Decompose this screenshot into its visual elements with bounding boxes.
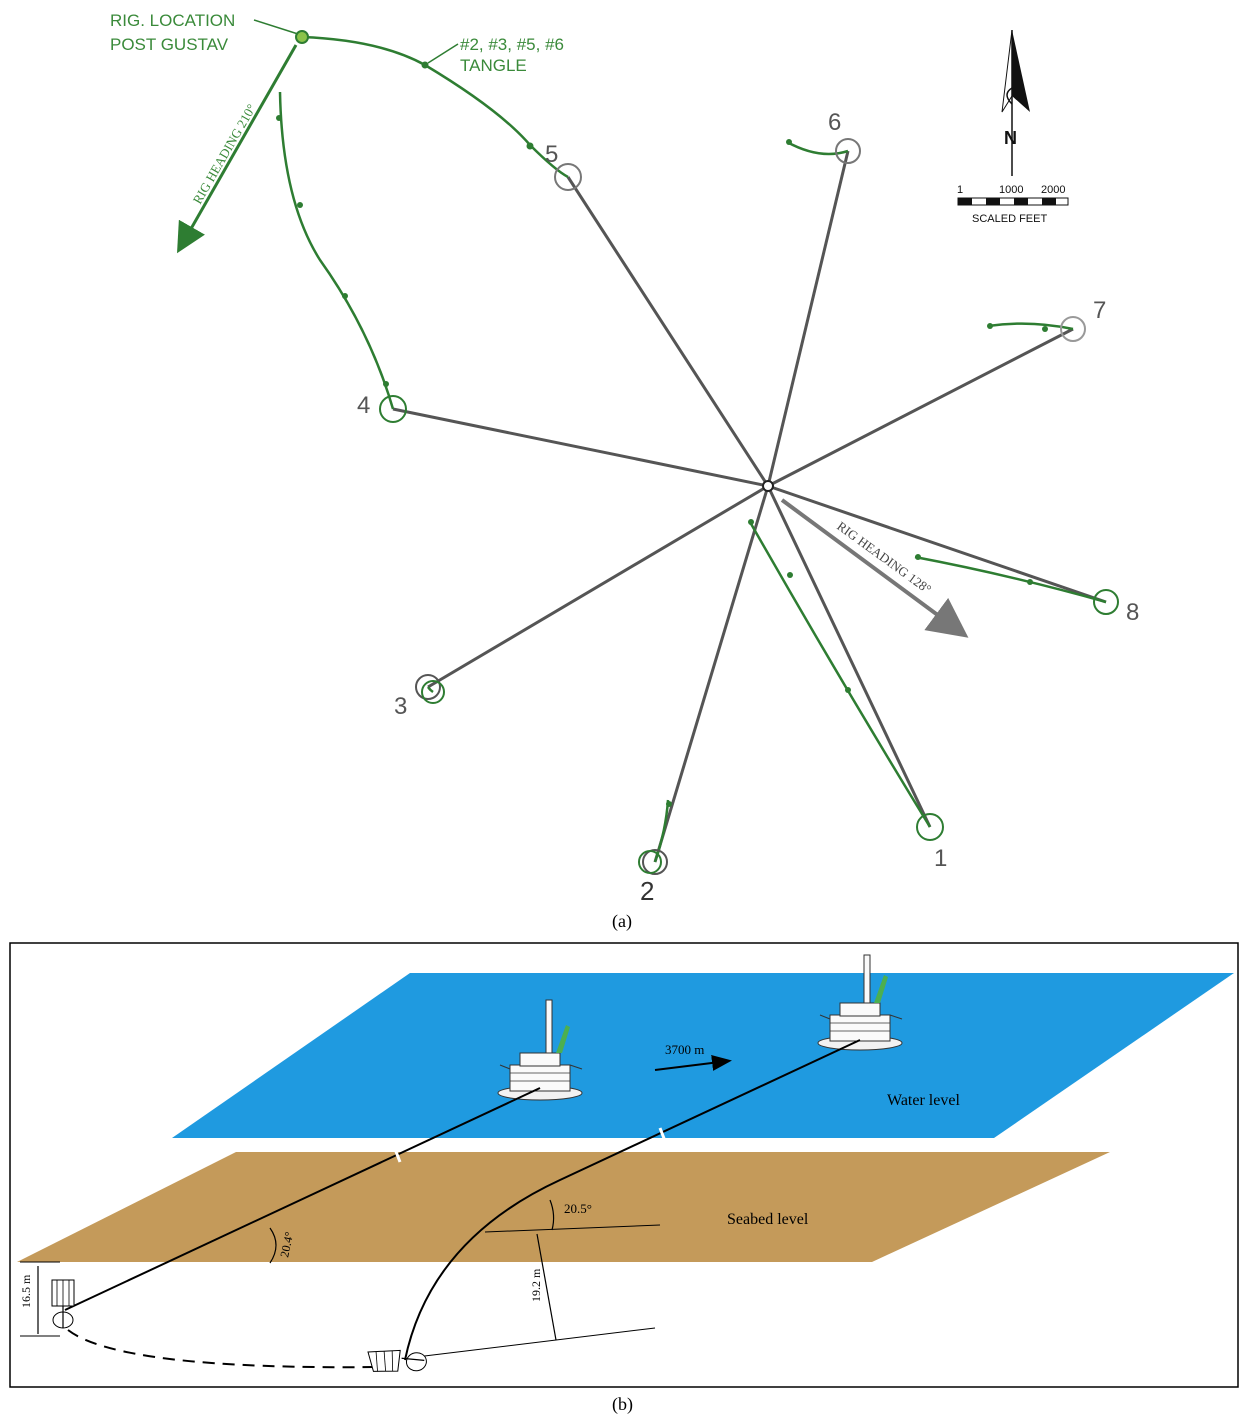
anchor-circle-3 [415, 674, 441, 700]
scale-bar: 1 1000 2000 SCALED FEET [957, 184, 1069, 225]
track-node [526, 142, 534, 150]
track-8 [914, 555, 1107, 604]
rig-heading-210-arrow [177, 44, 298, 254]
anchor-line-5 [566, 176, 770, 487]
north-symbol: N [1004, 128, 1017, 148]
depth-left-label: 16.5 m [19, 1274, 33, 1308]
track-node [276, 115, 282, 121]
rig-location-label-line1: RIG. LOCATION [110, 11, 235, 30]
track-node [383, 381, 389, 387]
track-node [1042, 326, 1048, 332]
anchor-circle-2b [638, 850, 662, 874]
center-point [762, 480, 774, 492]
caption-a: (a) [612, 911, 632, 932]
anchor-circle-6 [835, 138, 861, 164]
track-node [786, 139, 792, 145]
rig-heading-210-label: RIG HEADING 210° [190, 101, 259, 206]
anchor-drag-path [67, 1329, 381, 1369]
drift-distance-label: 3700 m [665, 1042, 704, 1057]
track-node [845, 687, 851, 693]
rig-location-label-line2: POST GUSTAV [110, 35, 229, 54]
water-plane [172, 973, 1234, 1138]
scale-label: SCALED FEET [972, 213, 1047, 225]
anchor-circle-2 [642, 849, 668, 875]
water-level-label: Water level [887, 1092, 960, 1109]
track-3 [426, 686, 434, 694]
anchor-line-7 [767, 327, 1074, 488]
anchor-label-6: 6 [828, 109, 841, 136]
track-node [787, 572, 793, 578]
anchor-circle-3b [421, 680, 445, 704]
track-nodes [276, 61, 1048, 807]
anchor-circle-4 [379, 395, 407, 423]
anchor-line-2 [653, 485, 770, 863]
rig-location-marker [295, 30, 309, 44]
track-4 [278, 91, 395, 410]
anchor-line-3 [427, 484, 769, 689]
panel-a: 1 2 3 4 5 6 7 8 RIG. LOCATION POST GUSTA… [110, 11, 1139, 932]
scale-tick-1000: 1000 [999, 184, 1023, 196]
track-7 [987, 322, 1074, 331]
tangle-label-line2: TANGLE [460, 56, 527, 75]
track-node [748, 519, 754, 525]
anchor-circle-8 [1093, 589, 1119, 615]
anchor-label-1: 1 [934, 845, 947, 872]
anchor-icon-left [51, 1279, 75, 1329]
north-arrow: N [1001, 29, 1030, 176]
angle-arc-left [269, 1227, 277, 1264]
seabed-plane [17, 1152, 1110, 1262]
scale-tick-2000: 2000 [1041, 184, 1065, 196]
anchor-line-6 [766, 150, 850, 487]
rig-initial [497, 999, 583, 1101]
seabed-level-label: Seabed level [727, 1211, 809, 1228]
anchor-line-8 [767, 484, 1107, 604]
tangle-leader [427, 43, 459, 64]
anchor-label-8: 8 [1126, 599, 1139, 626]
mooring-line-left [64, 1087, 541, 1311]
track-node [915, 554, 921, 560]
drift-tracks [278, 35, 1107, 863]
scale-tick-1: 1 [957, 184, 963, 196]
anchor-label-5: 5 [545, 141, 558, 168]
panel-b: 3700 m Water level Seabed level 20.4° 20… [9, 942, 1239, 1415]
track-node [987, 323, 993, 329]
track-6 [786, 140, 849, 156]
track-node [1027, 579, 1033, 585]
anchor-line-1 [766, 485, 932, 828]
angle-arc-right [549, 1199, 555, 1231]
track-1 [748, 521, 932, 828]
tangle-label-line1: #2, #3, #5, #6 [460, 35, 564, 54]
rig-location-leader [253, 19, 299, 35]
drift-arrow [654, 1055, 732, 1071]
caption-b: (b) [612, 1394, 633, 1415]
rig-heading-128-arrow [780, 498, 969, 638]
anchor-line-4 [392, 407, 769, 488]
track-node [421, 61, 429, 69]
anchor-circles [379, 138, 1119, 875]
anchor-label-4: 4 [357, 392, 370, 419]
anchor-label-7: 7 [1093, 297, 1106, 324]
anchor-circle-5 [554, 163, 582, 191]
depth-right-label: 19.2 m [529, 1268, 543, 1302]
north-arrow-icon [1012, 30, 1030, 112]
angle-left-label: 20.4° [277, 1230, 296, 1258]
depth-dimension-right [536, 1233, 557, 1341]
anchor-circle-1 [916, 813, 944, 841]
mooring-line-right [404, 1039, 861, 1361]
track-node [342, 293, 348, 299]
angle-right-label: 20.5° [564, 1201, 592, 1216]
anchor-label-2: 2 [640, 876, 654, 906]
anchor-circle-7 [1060, 316, 1086, 342]
track-node [297, 202, 303, 208]
anchor-icon-right [367, 1349, 427, 1372]
rig-drifted [817, 954, 903, 1051]
track-node [666, 801, 672, 807]
track-rig [301, 35, 569, 179]
anchor-lines [392, 150, 1107, 863]
anchor-label-3: 3 [394, 693, 407, 720]
